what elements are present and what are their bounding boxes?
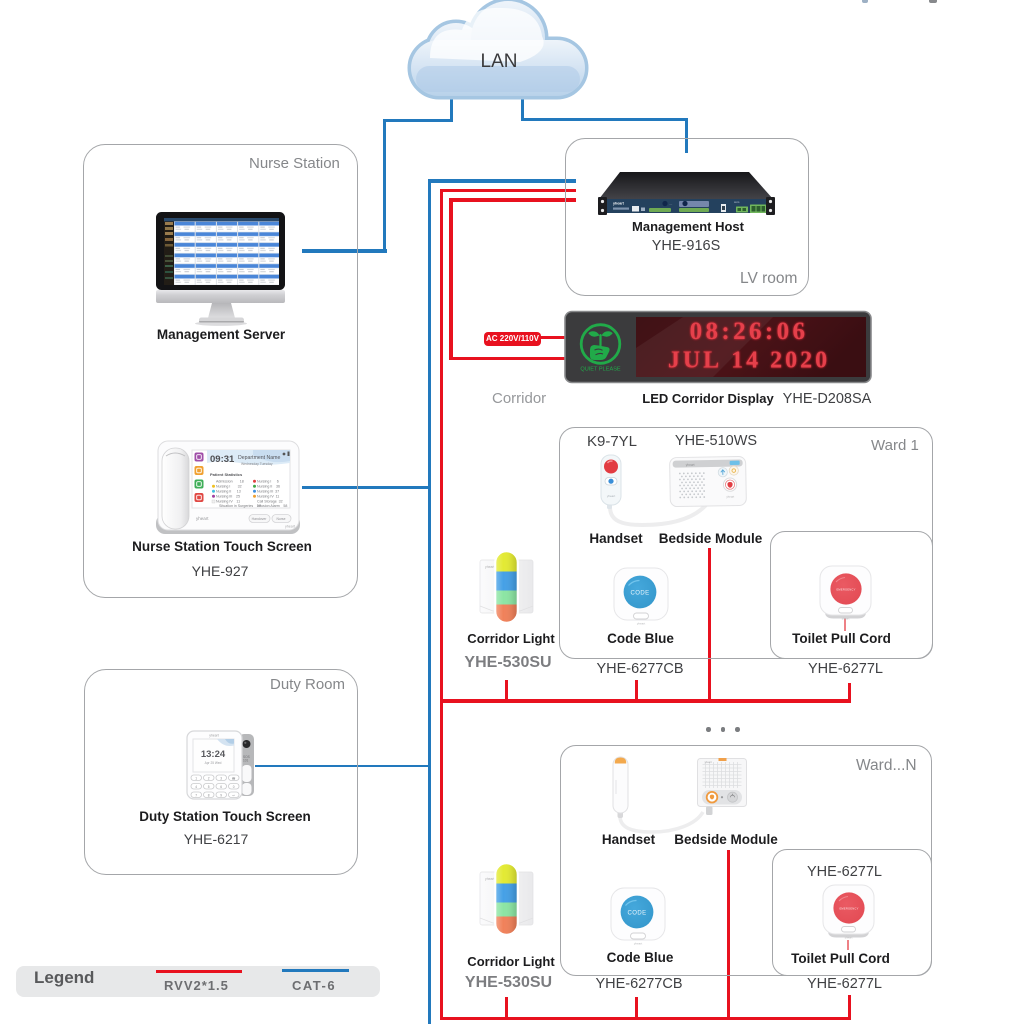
- svg-text:yheart: yheart: [726, 495, 734, 499]
- svg-text:5: 5: [208, 785, 210, 789]
- svg-text:JUL 14 2020: JUL 14 2020: [668, 348, 830, 374]
- svg-text:yheart: yheart: [842, 617, 850, 621]
- svg-text:6: 6: [220, 785, 222, 789]
- svg-text:Patient Statistics: Patient Statistics: [210, 472, 243, 477]
- svg-text:101: 101: [243, 759, 249, 763]
- svg-text:Nursing II 36: Nursing II 36: [257, 485, 280, 489]
- svg-text:LAN: LAN: [481, 51, 518, 72]
- svg-text:yheart: yheart: [845, 936, 853, 940]
- svg-text:EMERGENCY: EMERGENCY: [839, 906, 858, 910]
- svg-text:08:26:06: 08:26:06: [690, 318, 809, 345]
- svg-text:Handover: Handover: [252, 517, 268, 521]
- svg-text:☎: ☎: [232, 776, 236, 780]
- svg-text:yheart: yheart: [285, 525, 295, 529]
- svg-text:yheart: yheart: [607, 494, 616, 498]
- svg-text:Situation in Surgeries 39: Situation in Surgeries 39: [219, 504, 261, 508]
- svg-text:yheart: yheart: [485, 565, 494, 569]
- svg-text:Apr 25 Wed: Apr 25 Wed: [205, 761, 222, 765]
- svg-text:7: 7: [195, 793, 197, 797]
- svg-text:↩: ↩: [232, 793, 235, 797]
- svg-text:Nursing IV 11: Nursing IV 11: [257, 495, 279, 499]
- svg-text:yheart: yheart: [196, 516, 209, 521]
- svg-text:QUIET PLEASE: QUIET PLEASE: [580, 367, 621, 373]
- svg-text:Department Name: Department Name: [238, 455, 280, 461]
- svg-text:0: 0: [233, 785, 235, 789]
- svg-text:2: 2: [208, 776, 210, 780]
- svg-text:4: 4: [195, 785, 197, 789]
- svg-text:09:31: 09:31: [210, 454, 235, 465]
- svg-text:EMERGENCY: EMERGENCY: [836, 587, 855, 591]
- svg-text:9: 9: [220, 793, 222, 797]
- svg-text:Admission 18: Admission 18: [216, 480, 244, 484]
- svg-text:yheart: yheart: [485, 877, 494, 881]
- svg-text:13:24: 13:24: [201, 749, 226, 760]
- svg-text:CODE: CODE: [631, 590, 650, 596]
- svg-text:yheart: yheart: [209, 734, 218, 738]
- svg-text:Nurse: Nurse: [276, 517, 285, 521]
- svg-text:CODE: CODE: [628, 910, 647, 916]
- svg-text:Nursing II 13: Nursing II 13: [216, 490, 241, 494]
- svg-text:com: com: [734, 200, 740, 204]
- svg-text:08:26:06: 08:26:06: [690, 318, 809, 345]
- svg-text:SOS: SOS: [243, 755, 250, 759]
- svg-text:yheart: yheart: [705, 760, 712, 764]
- svg-text:8: 8: [208, 793, 210, 797]
- svg-text:Nursing III 37: Nursing III 37: [257, 490, 279, 494]
- svg-text:1: 1: [195, 776, 197, 780]
- svg-text:yheart: yheart: [637, 622, 646, 626]
- svg-text:Wednesday Tuesday: Wednesday Tuesday: [241, 462, 273, 466]
- svg-text:yheart: yheart: [686, 463, 695, 467]
- svg-text:....: ....: [669, 202, 673, 206]
- svg-text:Nursing I 6: Nursing I 6: [257, 480, 279, 484]
- svg-text:yheart: yheart: [613, 202, 625, 206]
- svg-text:JUL 14 2020: JUL 14 2020: [668, 348, 830, 374]
- svg-text:3: 3: [220, 776, 222, 780]
- svg-text:yheart: yheart: [634, 942, 643, 946]
- svg-text:Nursing III 25: Nursing III 25: [216, 495, 240, 499]
- svg-text:Call Storage 32: Call Storage 32: [257, 500, 283, 504]
- svg-text:Infusion Alarm 58: Infusion Alarm 58: [257, 504, 287, 508]
- svg-text:Nursing I 32: Nursing I 32: [216, 485, 242, 489]
- svg-text:Nursing IV 11: Nursing IV 11: [216, 500, 240, 504]
